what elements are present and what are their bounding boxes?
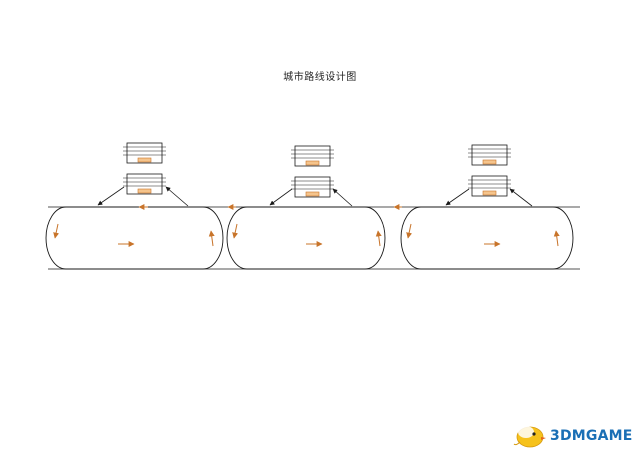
- station-block-lower: [123, 173, 166, 195]
- exit-arrow: [269, 188, 293, 206]
- watermark: 3DMGAME: [512, 420, 638, 450]
- loop-right-arrow: [553, 230, 560, 247]
- exit-arrow: [97, 186, 125, 206]
- watermark-text: 3DMGAME: [550, 428, 633, 444]
- station-block-lower: [291, 176, 334, 198]
- exit-arrow: [445, 188, 470, 206]
- station-group-1: [123, 142, 166, 195]
- station-group-2: [291, 145, 334, 198]
- loop-outline: [226, 206, 386, 270]
- entry-arrow: [165, 186, 189, 207]
- loop-left-arrow: [232, 223, 239, 239]
- loop-2: [226, 204, 386, 270]
- diagram-title: 城市路线设计图: [283, 72, 357, 83]
- loop-outline: [45, 206, 224, 270]
- entry-arrow: [332, 188, 353, 207]
- station-group-3: [468, 144, 511, 197]
- loop-left-arrow: [53, 223, 60, 239]
- station-block-upper: [123, 142, 166, 164]
- station-block-upper: [291, 145, 334, 167]
- entry-arrow: [509, 188, 533, 207]
- loop-outline: [400, 206, 574, 270]
- loop-3: [393, 204, 574, 270]
- chick-mascot-logo-icon: [513, 426, 546, 448]
- loop-right-arrow: [208, 230, 215, 247]
- station-block-lower: [468, 175, 511, 197]
- loop-1: [45, 204, 224, 270]
- station-block-upper: [468, 144, 511, 166]
- loop-right-arrow: [375, 230, 382, 247]
- loop-left-arrow: [406, 223, 413, 239]
